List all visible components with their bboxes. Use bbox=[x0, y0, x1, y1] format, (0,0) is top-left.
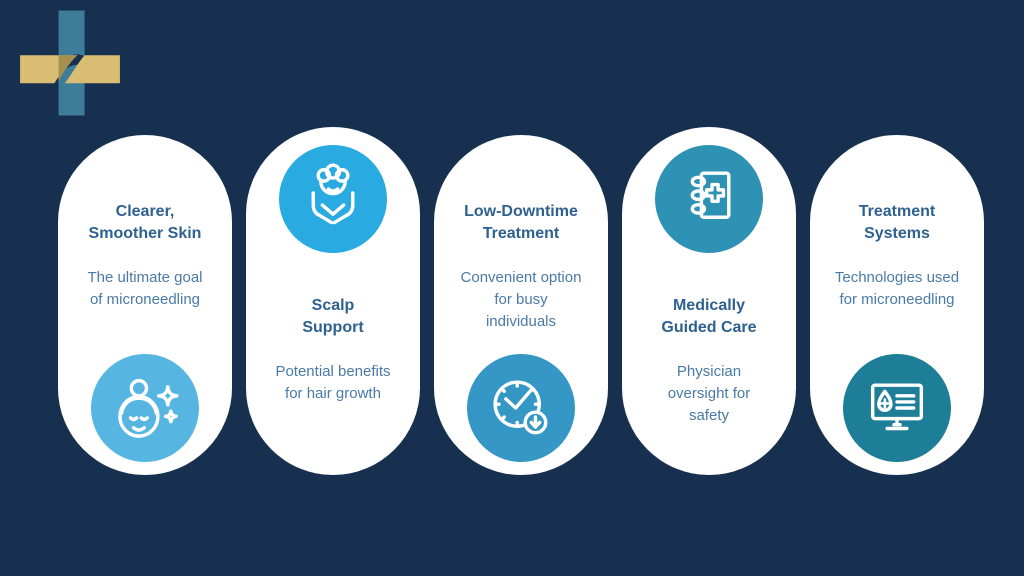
card-row: Clearer, Smoother Skin The ultimate goal… bbox=[58, 127, 984, 475]
card-title: Clearer, Smoother Skin bbox=[88, 203, 202, 242]
monitor-treatment-icon bbox=[843, 354, 951, 462]
card-scalp-support: Scalp Support Potential benefits for hai… bbox=[246, 127, 420, 475]
card-body: Convenient option for busy individuals bbox=[460, 269, 582, 330]
medical-cross-logo bbox=[20, 10, 120, 116]
card-title: Scalp Support bbox=[302, 297, 364, 336]
scalp-care-hands-icon bbox=[279, 145, 387, 253]
card-body: Technologies used for microneedling bbox=[834, 269, 960, 308]
card-body: Physician oversight for safety bbox=[667, 363, 751, 424]
card-medically-guided-care: Medically Guided Care Physician oversigh… bbox=[622, 127, 796, 475]
card-low-downtime-treatment: Low-Downtime Treatment Convenient option… bbox=[434, 135, 608, 475]
card-title: Medically Guided Care bbox=[661, 297, 757, 336]
card-title: Low-Downtime Treatment bbox=[464, 203, 578, 242]
card-body: Potential benefits for hair growth bbox=[275, 363, 391, 402]
card-body: The ultimate goal of microneedling bbox=[87, 269, 203, 308]
card-title: Treatment Systems bbox=[858, 203, 936, 242]
clock-downtime-icon bbox=[467, 354, 575, 462]
face-sparkles-icon bbox=[91, 354, 199, 462]
medical-notebook-icon bbox=[655, 145, 763, 253]
card-clearer-smoother-skin: Clearer, Smoother Skin The ultimate goal… bbox=[58, 135, 232, 475]
card-treatment-systems: Treatment Systems Technologies used for … bbox=[810, 135, 984, 475]
